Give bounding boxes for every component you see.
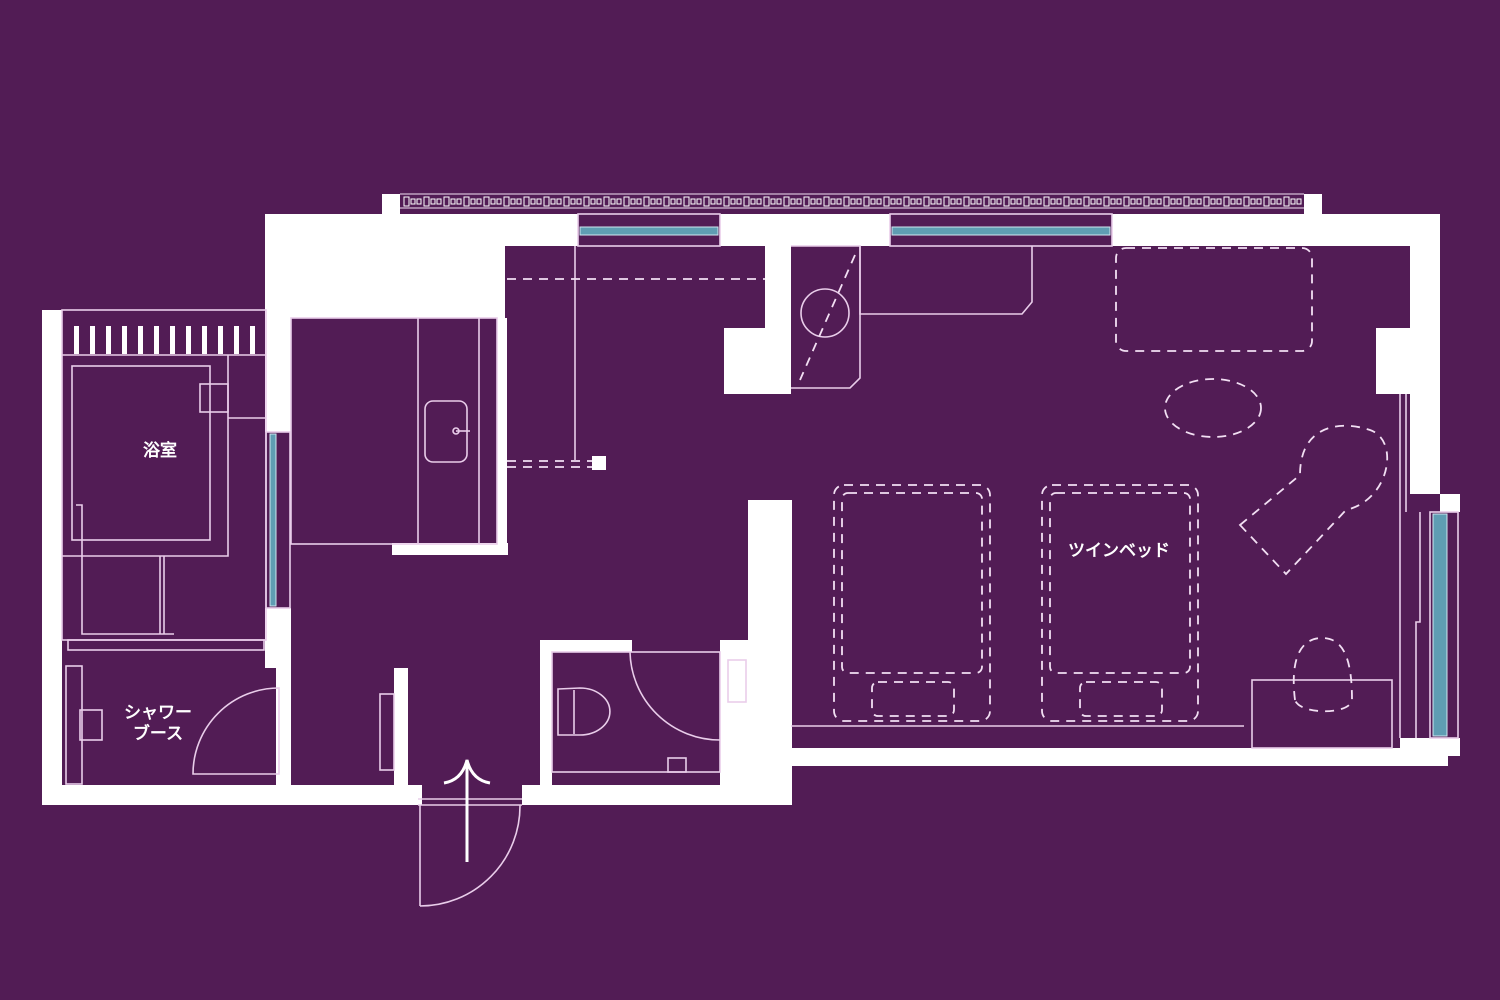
label-shower-booth: シャワー ブース: [124, 703, 192, 745]
entry-arrow-icon: [443, 759, 491, 862]
walls: [42, 214, 1460, 805]
label-bathroom: 浴室: [143, 441, 177, 461]
bedroom-furniture: [791, 245, 1393, 749]
bathroom-fixtures: [61, 309, 280, 785]
vanity: [290, 246, 765, 771]
windows: [265, 213, 1459, 739]
balcony-railing: [382, 193, 1322, 214]
toilet-room: [551, 651, 747, 773]
label-shower-booth-line2: ブース: [132, 724, 184, 744]
label-twin-bed: ツインベッド: [1068, 541, 1170, 561]
entrance-door: [418, 798, 522, 907]
label-shower-booth-line1: シャワー: [124, 703, 192, 723]
railing-pattern: [403, 196, 1302, 207]
